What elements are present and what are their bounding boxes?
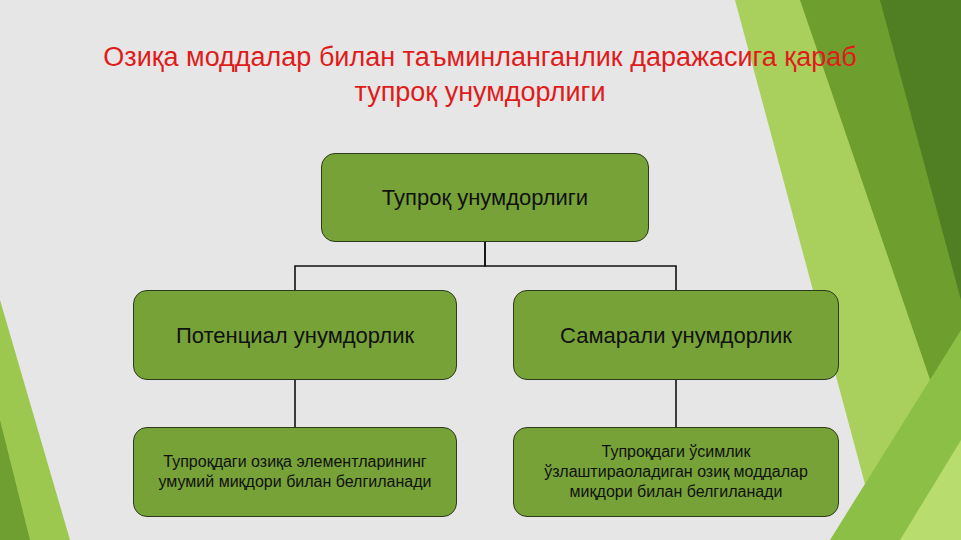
box-label: Тупроқдаги озиқа элементларининг умумий …	[148, 452, 442, 492]
description-box: Тупроқдаги ўсимлик ўзлаштираоладиган ози…	[513, 427, 839, 517]
root-box: Тупроқ унумдорлиги	[321, 153, 649, 242]
right-bottom-light	[900, 440, 961, 540]
connector	[675, 380, 677, 427]
left-triangle	[0, 300, 70, 540]
box-label: Самарали унумдорлик	[560, 322, 792, 349]
box-label: Потенциал унумдорлик	[176, 322, 414, 349]
connector	[295, 242, 485, 290]
slide-title: Озиқа моддалар билан таъминланганлик дар…	[100, 40, 860, 110]
left-triangle-dark	[0, 420, 30, 540]
right-band-darker	[880, 0, 961, 300]
connector	[294, 380, 296, 427]
category-box: Самарали унумдорлик	[513, 290, 839, 380]
box-label: Тупроқдаги ўсимлик ўзлаштираоладиган ози…	[528, 442, 824, 502]
box-label: Тупроқ унумдорлиги	[382, 184, 588, 211]
category-box: Потенциал унумдорлик	[133, 290, 457, 380]
description-box: Тупроқдаги озиқа элементларининг умумий …	[133, 427, 457, 517]
connector	[485, 242, 676, 290]
right-bottom	[830, 330, 961, 540]
